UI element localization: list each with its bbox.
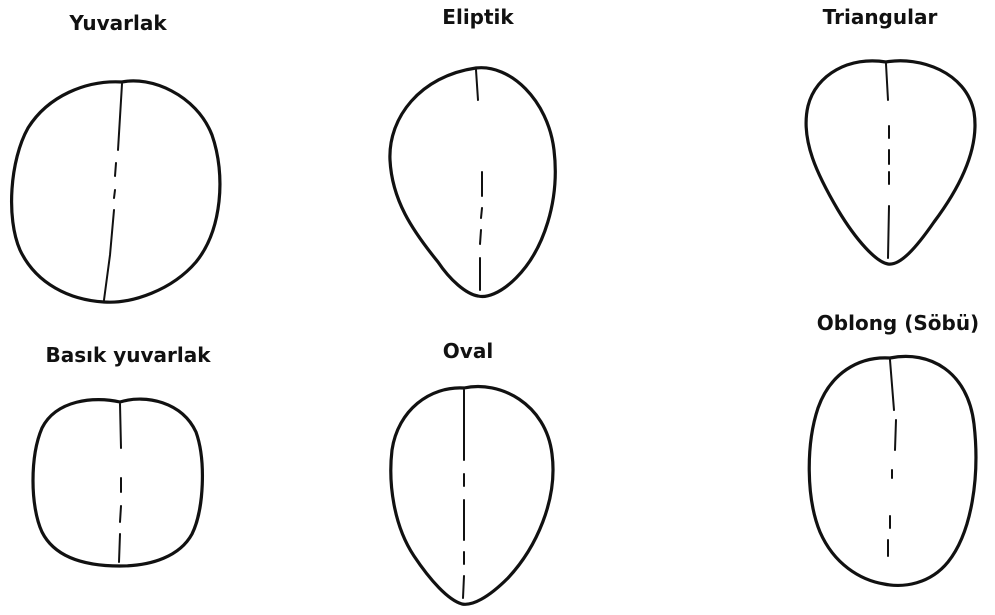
shape-label-basik-yuvarlak: Basık yuvarlak (45, 343, 211, 367)
shape-label-eliptik: Eliptik (442, 5, 514, 29)
shape-yuvarlak: Yuvarlak (12, 11, 220, 302)
shape-label-triangular: Triangular (823, 5, 938, 29)
shape-oblong: Oblong (Söbü) (809, 311, 979, 585)
shape-triangular: Triangular (806, 5, 975, 264)
oval-seam (463, 390, 464, 598)
eliptik-outline (390, 68, 555, 297)
yuvarlak-seam (104, 84, 122, 300)
oval-outline (391, 386, 553, 604)
shape-label-oval: Oval (443, 339, 493, 363)
basik-yuvarlak-outline (33, 399, 202, 566)
eliptik-seam (476, 70, 482, 290)
basik-yuvarlak-seam (119, 404, 121, 562)
shape-oval: Oval (391, 339, 553, 604)
shape-label-yuvarlak: Yuvarlak (68, 11, 167, 35)
oblong-seam (888, 360, 896, 556)
shape-label-oblong: Oblong (Söbü) (817, 311, 979, 335)
shape-eliptik: Eliptik (390, 5, 555, 296)
triangular-outline (806, 61, 975, 264)
shape-basik-yuvarlak: Basık yuvarlak (33, 343, 211, 566)
triangular-seam (886, 64, 889, 258)
